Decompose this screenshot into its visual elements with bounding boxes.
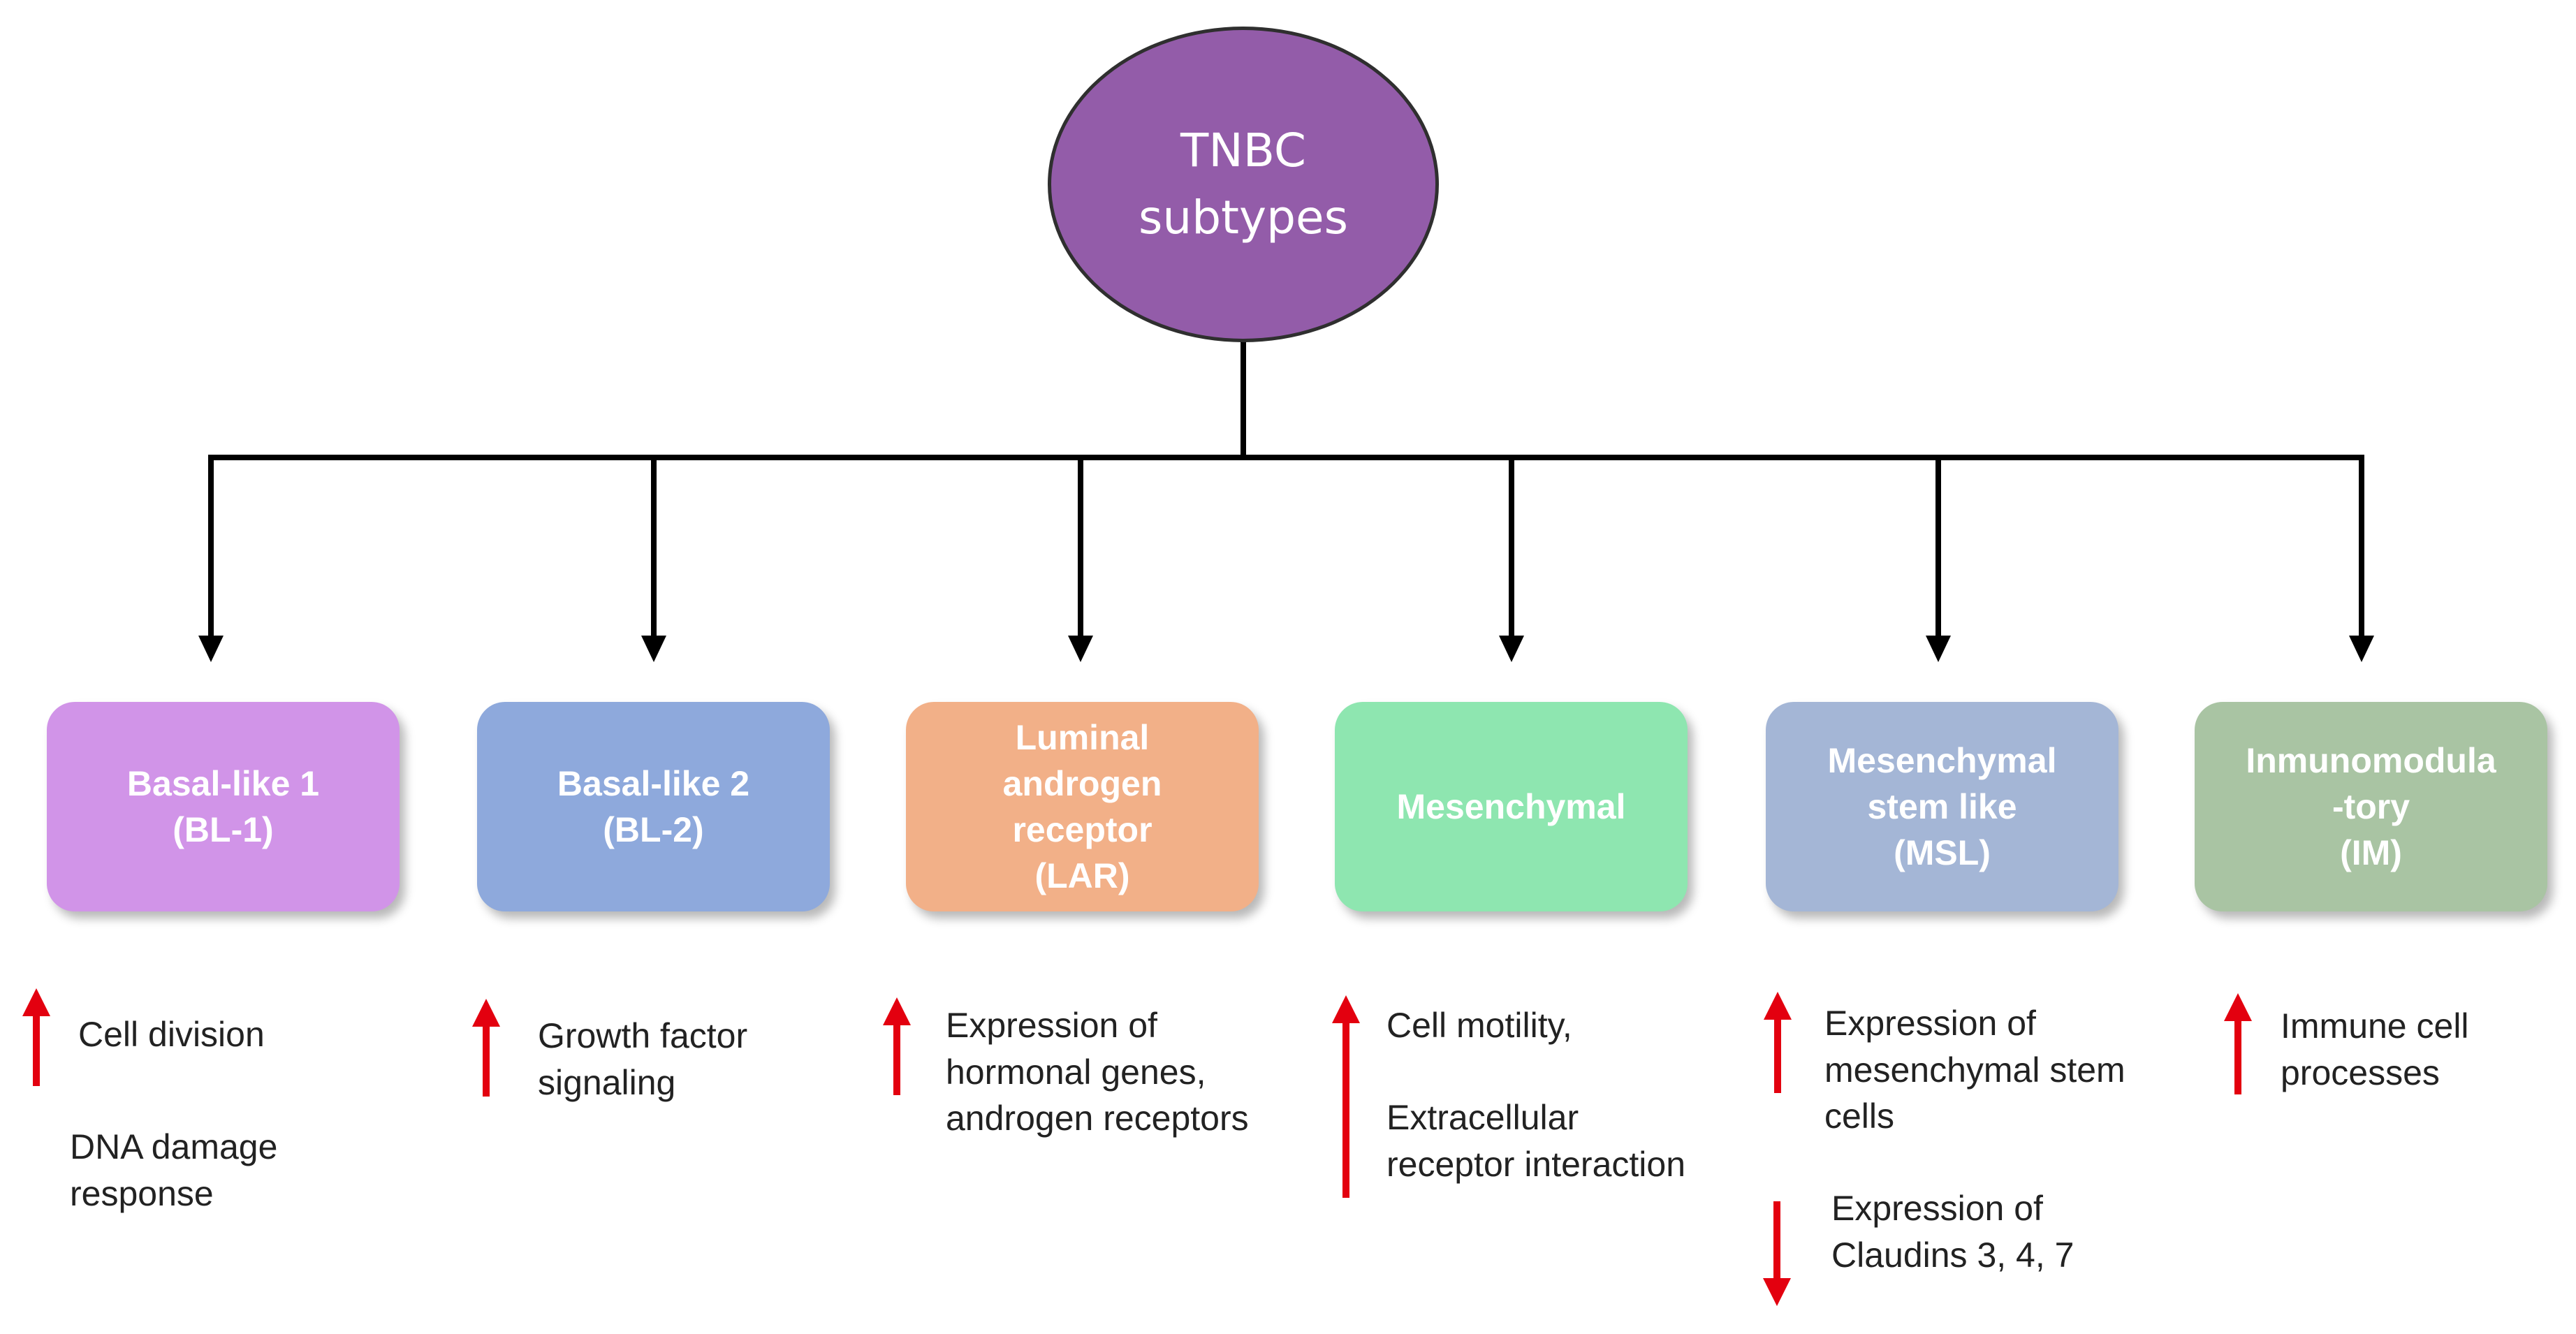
bl2-upregulated-growth-factor-signaling: Growth factor signaling	[538, 1016, 748, 1102]
im-upregulated-immune-cell-processes: Immune cell processes	[2281, 1006, 2469, 1092]
arrowhead-msl	[1926, 636, 1951, 662]
lar-upregulated-hormonal-genes: Expression of hormonal genes, androgen r…	[946, 1006, 1249, 1138]
subtype-box-msl: Mesenchymal stem like (MSL)	[1766, 702, 2118, 911]
bl1-upregulated-dna-damage-response: DNA damage response	[70, 1127, 278, 1213]
arrowhead-bl2	[641, 636, 666, 662]
msl-upregulated-mesenchymal-stem-cells: Expression of mesenchymal stem cells	[1824, 1004, 2125, 1136]
red-up-arrow-icon	[1332, 995, 1360, 1198]
root-node-tnbc-subtypes: TNBC subtypes	[1048, 27, 1439, 342]
subtype-box-im: Inmunomodula -tory (IM)	[2195, 702, 2547, 911]
mes-upregulated-cell-motility: Cell motility,	[1386, 1006, 1572, 1045]
red-up-arrow-icon	[472, 999, 500, 1097]
subtype-box-mesenchymal: Mesenchymal	[1335, 702, 1688, 911]
red-up-arrow-icon	[2224, 993, 2252, 1094]
red-up-arrow-icon	[1764, 992, 1792, 1093]
subtype-box-bl2: Basal-like 2 (BL-2)	[477, 702, 830, 911]
subtype-box-bl1: Basal-like 1 (BL-1)	[47, 702, 400, 911]
arrowhead-lar	[1068, 636, 1093, 662]
arrowhead-im	[2349, 636, 2374, 662]
arrowhead-bl1	[198, 636, 224, 662]
red-down-arrow-icon	[1763, 1201, 1791, 1306]
mes-upregulated-extracellular-receptor: Extracellular receptor interaction	[1386, 1098, 1686, 1184]
arrowhead-mes	[1499, 636, 1524, 662]
red-up-arrow-icon	[22, 988, 50, 1086]
subtype-box-lar: Luminal androgen receptor (LAR)	[906, 702, 1259, 911]
msl-downregulated-claudins: Expression of Claudins 3, 4, 7	[1831, 1189, 2074, 1275]
red-up-arrow-icon	[883, 997, 911, 1095]
bl1-upregulated-cell-division: Cell division	[78, 1015, 265, 1054]
